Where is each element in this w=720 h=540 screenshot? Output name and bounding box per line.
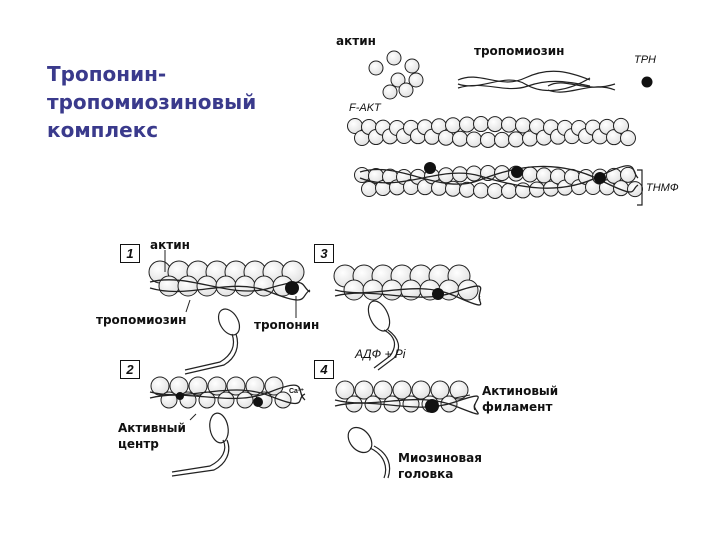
actin-subunit — [343, 279, 365, 301]
top-tropomyosin-label: тропомиозин — [474, 44, 565, 58]
active-center-line-2: центр — [118, 437, 159, 451]
actin-subunit — [449, 380, 469, 400]
actin-monomer — [368, 60, 384, 76]
step-2-box: 2 — [120, 360, 140, 379]
actin-subunit — [236, 391, 254, 409]
actin-subunit — [620, 130, 636, 147]
actin-subunit — [217, 391, 235, 409]
actin-subunit — [452, 166, 468, 183]
ca-ion-label: Ca²⁺ — [289, 388, 304, 395]
actin-subunit — [188, 376, 208, 396]
actin-monomers — [368, 50, 424, 100]
actin-subunit — [459, 116, 475, 133]
myosin-head-label: Миозиновая головка — [398, 450, 482, 482]
f-akt-label: F-AKT — [349, 102, 381, 114]
actin-subunit — [274, 391, 292, 409]
actin-subunit — [473, 182, 489, 199]
adp-pi-label: АДФ + Pi — [355, 347, 406, 361]
actin-subunit — [402, 395, 420, 413]
title-line-3: комплекс — [47, 118, 159, 142]
step-1-box: 1 — [120, 244, 140, 263]
leader-lines — [164, 250, 471, 421]
actin-subunit — [373, 380, 393, 400]
actin-subunit — [487, 116, 503, 133]
panel-4-actin — [335, 380, 469, 413]
actin-subunit — [501, 182, 517, 199]
actin-subunit — [529, 181, 545, 198]
active-center-line-1: Активный — [118, 421, 186, 435]
bottom-tropomyosin-strands — [149, 279, 482, 415]
trn-label: TPH — [634, 54, 656, 66]
myosin-head-line-2: головка — [398, 467, 454, 481]
actin-filament-line-1: Актиновый — [482, 384, 559, 398]
actin-subunit — [445, 117, 461, 134]
step-3-box: 3 — [314, 244, 334, 263]
actin-monomer — [390, 72, 406, 88]
active-center-label: Активный центр — [118, 420, 186, 452]
title-line-1: Тропонин- — [47, 62, 167, 86]
top-actin-label: актин — [336, 34, 376, 48]
thin-filament-troponins — [424, 162, 606, 184]
actin-subunit — [536, 167, 552, 184]
actin-subunit — [430, 380, 450, 400]
troponin-dot — [641, 76, 653, 88]
actin-subunit — [335, 380, 355, 400]
actin-subunit — [473, 116, 489, 133]
actin-subunit — [392, 380, 412, 400]
panel-3-actin — [333, 264, 479, 301]
actin-monomer — [408, 72, 424, 88]
actin-subunit — [362, 279, 384, 301]
actin-subunit — [466, 131, 482, 148]
actin-subunit — [508, 131, 524, 148]
title-line-2: тропомиозиновый — [47, 90, 257, 114]
panel-1-actin — [148, 260, 305, 297]
actin-subunit — [480, 131, 496, 148]
actin-subunit — [522, 166, 538, 183]
actin-subunit — [198, 391, 216, 409]
actin-monomer — [386, 50, 402, 66]
actin-subunit — [501, 116, 517, 133]
actin-subunit — [613, 180, 629, 197]
actin-subunit — [487, 182, 503, 199]
tropomyosin-strands — [457, 70, 616, 93]
bottom-tropomyosin-label: тропомиозин — [96, 313, 187, 327]
actin-monomer — [382, 84, 398, 100]
bottom-troponin-dots — [176, 281, 444, 413]
myosin-head-line-1: Миозиновая — [398, 451, 482, 465]
actin-subunit — [457, 279, 479, 301]
actin-subunit — [177, 275, 199, 297]
actin-filament-label: Актиновый филамент — [482, 383, 558, 415]
actin-subunit — [613, 117, 629, 134]
troponin-label: тропонин — [254, 318, 320, 332]
actin-subunit — [515, 117, 531, 134]
thin-filament-tropomyosin — [359, 165, 639, 193]
actin-subunit — [264, 376, 284, 396]
tnmf-label: ТНМФ — [646, 182, 679, 194]
step-4-box: 4 — [314, 360, 334, 379]
tnmf-bracket — [637, 169, 643, 206]
diagram-title: Тропонин- тропомиозиновый комплекс — [47, 60, 256, 144]
myosin-heads — [171, 300, 400, 479]
actin-monomer — [398, 82, 414, 98]
actin-subunit — [150, 376, 170, 396]
actin-subunit — [158, 275, 180, 297]
bottom-actin-label: актин — [150, 238, 190, 252]
actin-subunit — [354, 380, 374, 400]
actin-subunit — [494, 131, 510, 148]
f-actin-filament — [347, 116, 636, 148]
actin-monomer — [404, 58, 420, 74]
actin-subunit — [452, 130, 468, 147]
actin-filament-line-2: филамент — [482, 400, 553, 414]
